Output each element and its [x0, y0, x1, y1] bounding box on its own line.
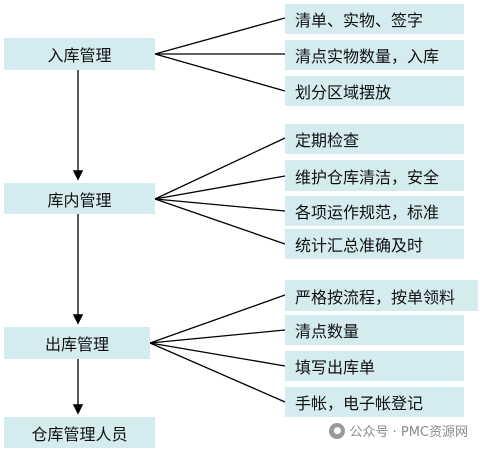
task-label: 清点数量	[295, 322, 360, 341]
stage-box-inbound: 入库管理	[4, 38, 155, 70]
task-label: 严格按流程，按单领料	[295, 287, 456, 307]
task-box: 手帐，电子帐登记	[285, 387, 464, 417]
final-label: 仓库管理人员	[31, 424, 128, 444]
task-box: 清点实物数量，入库	[285, 40, 464, 70]
stage-label: 出库管理	[44, 335, 109, 354]
connector-stage3-task2	[149, 329, 286, 344]
stage-label: 入库管理	[47, 46, 112, 65]
connector-stage2-task1	[154, 137, 286, 200]
connector-stage3-task3	[149, 342, 286, 367]
task-box: 清单、实物、签字	[285, 4, 464, 34]
task-label: 各项运作规范，标准	[295, 203, 440, 222]
stage-label: 库内管理	[47, 190, 112, 210]
task-box: 严格按流程，按单领料	[285, 280, 478, 311]
task-label: 统计汇总准确及时	[295, 236, 424, 255]
task-label: 定期检查	[295, 131, 360, 150]
connector-stage1-task1	[154, 17, 286, 55]
connector-stage2-task4	[154, 198, 286, 245]
task-box: 划分区域摆放	[285, 76, 464, 106]
task-box: 各项运作规范，标准	[285, 196, 464, 226]
stage-box-inventory: 库内管理	[4, 183, 155, 214]
connector-stage3-task1	[149, 294, 286, 344]
task-box: 填写出库单	[285, 351, 464, 381]
connector-stage2-task2	[154, 175, 286, 200]
task-label: 维护仓库清洁，安全	[295, 167, 440, 187]
task-label: 填写出库单	[295, 358, 376, 377]
watermark-text: 公众号 · PMC资源网	[349, 425, 468, 440]
stage-box-outbound: 出库管理	[4, 327, 150, 359]
task-label: 清点实物数量，入库	[295, 47, 440, 66]
task-box: 定期检查	[285, 124, 464, 154]
task-box: 清点数量	[285, 315, 464, 345]
connector-stage2-task3	[154, 198, 286, 212]
task-box: 统计汇总准确及时	[285, 229, 464, 259]
task-box: 维护仓库清洁，安全	[285, 160, 464, 191]
connector-stage3-task4	[149, 342, 286, 403]
task-label: 清单、实物、签字	[295, 11, 424, 30]
watermark: ● 公众号 · PMC资源网	[329, 421, 468, 440]
final-box-warehouse-staff: 仓库管理人员	[4, 417, 155, 448]
connector-stage1-task3	[154, 53, 286, 92]
task-label: 划分区域摆放	[295, 83, 392, 102]
task-label: 手帐，电子帐登记	[295, 394, 424, 413]
wechat-icon: ●	[329, 422, 346, 439]
